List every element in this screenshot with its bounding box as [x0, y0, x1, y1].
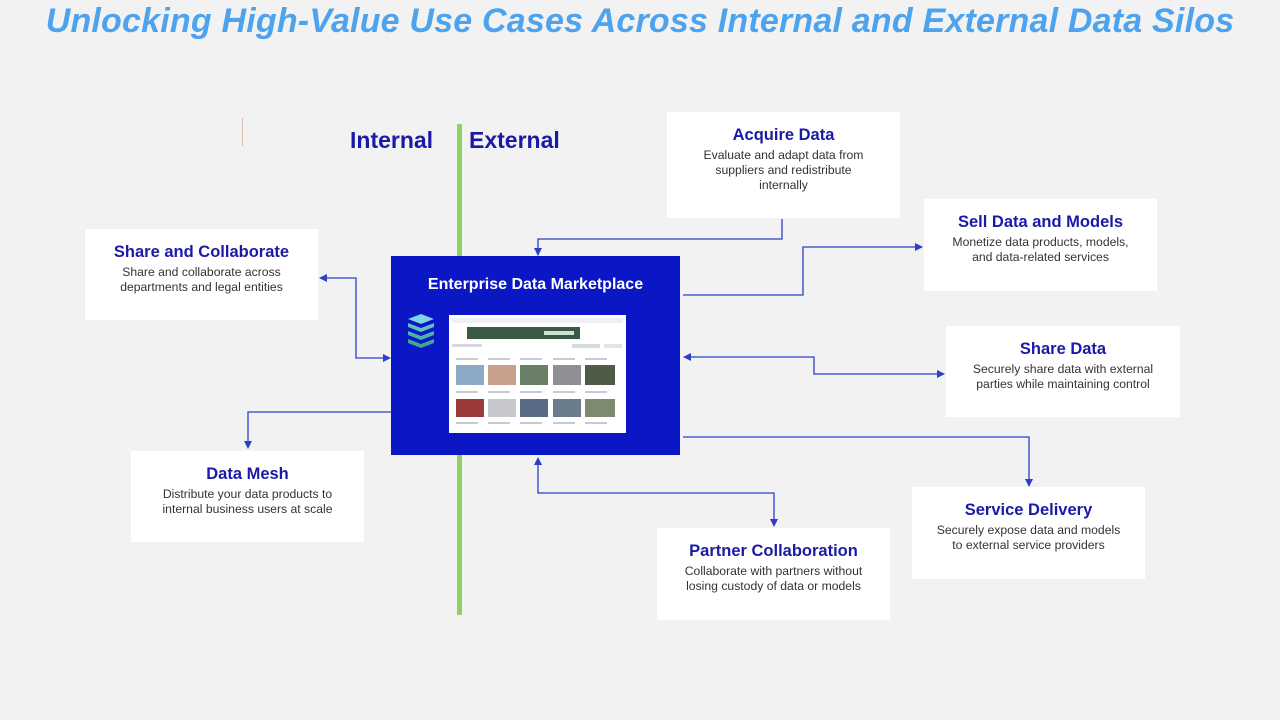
card-sell-data-models-desc: Monetize data products, models, and data… — [952, 235, 1129, 264]
hub-title: Enterprise Data Marketplace — [427, 276, 644, 293]
card-share-data-title: Share Data — [1019, 340, 1107, 358]
card-share-data: Share Data Securely share data with exte… — [946, 326, 1180, 417]
arrow-hub-share-data — [683, 353, 945, 378]
card-service-delivery: Service Delivery Securely expose data an… — [912, 487, 1145, 579]
card-share-and-collaborate-title: Share and Collaborate — [113, 243, 290, 261]
card-sell-data-models: Sell Data and Models Monetize data produ… — [924, 199, 1157, 291]
arrow-acquire-to-hub — [534, 219, 783, 256]
arrow-hub-partner — [534, 457, 778, 527]
card-data-mesh-title: Data Mesh — [206, 465, 289, 483]
card-partner-collaboration-title: Partner Collaboration — [689, 542, 858, 560]
marketplace-screenshot-thumbnail — [449, 315, 626, 433]
database-stack-icon — [408, 314, 434, 348]
card-sell-data-models-title: Sell Data and Models — [957, 213, 1124, 231]
card-data-mesh: Data Mesh Distribute your data products … — [131, 451, 364, 542]
internal-label: Internal — [350, 127, 434, 153]
card-service-delivery-title: Service Delivery — [964, 501, 1093, 519]
arrow-hub-to-service — [683, 436, 1033, 487]
card-acquire-data-desc: Evaluate and adapt data from suppliers a… — [703, 148, 864, 192]
arrow-hub-to-sell — [683, 243, 923, 296]
arrow-share-collab-hub — [319, 274, 391, 362]
external-label: External — [469, 127, 560, 153]
card-partner-collaboration: Partner Collaboration Collaborate with p… — [657, 528, 890, 620]
card-data-mesh-desc: Distribute your data products to interna… — [162, 487, 333, 516]
card-acquire-data: Acquire Data Evaluate and adapt data fro… — [667, 112, 900, 218]
decorative-tick — [242, 118, 243, 146]
page-title: Unlocking High-Value Use Cases Across In… — [45, 2, 1235, 40]
card-acquire-data-title: Acquire Data — [732, 126, 835, 144]
card-share-and-collaborate: Share and Collaborate Share and collabor… — [85, 229, 318, 320]
card-share-and-collaborate-desc: Share and collaborate across departments… — [120, 265, 283, 294]
card-service-delivery-desc: Securely expose data and models to exter… — [936, 523, 1121, 552]
card-partner-collaboration-desc: Collaborate with partners without losing… — [684, 564, 863, 593]
card-share-data-desc: Securely share data with external partie… — [972, 362, 1154, 391]
